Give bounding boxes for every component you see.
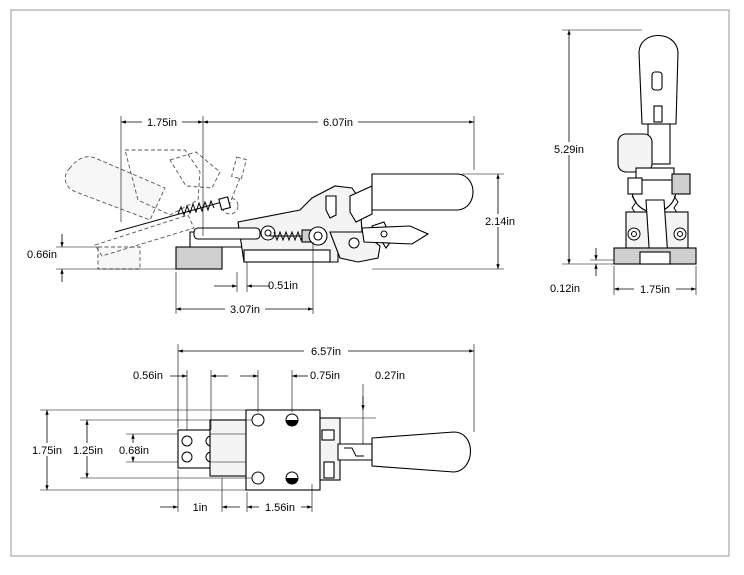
dim-height: 2.14in — [485, 216, 515, 228]
dim-front-offset: 1in — [193, 502, 208, 514]
plan-view: 6.57in 0.56in 0.75in 0.27in 1.75in 1.25i… — [26, 344, 475, 514]
drawing-border — [10, 9, 730, 557]
dim-end-base-thickness: 0.12in — [550, 283, 580, 295]
dim-end-width: 1.75in — [640, 284, 670, 296]
open-position-screw — [114, 196, 232, 233]
dim-slot-width: 0.56in — [133, 370, 163, 382]
base-block — [175, 246, 223, 270]
dim-swing-offset: 1.75in — [147, 117, 177, 129]
end-upper-body — [617, 133, 653, 173]
dim-handle-offset: 0.27in — [375, 370, 405, 382]
plunger — [193, 227, 261, 240]
dim-hole-spacing-x: 0.75in — [310, 370, 340, 382]
dim-plan-overall-width: 1.75in — [32, 445, 62, 457]
dim-plan-overall-length: 6.57in — [311, 346, 341, 358]
plan-handle-link — [337, 443, 373, 461]
trigger-lever — [361, 225, 430, 245]
mount-hole — [251, 471, 265, 485]
handle-grip — [371, 173, 474, 211]
end-view: 5.29in 0.12in 1.75in — [546, 29, 697, 296]
dim-plunger-offset: 0.51in — [268, 280, 298, 292]
dim-base-height: 0.66in — [27, 249, 57, 261]
lever-link — [325, 195, 337, 219]
dim-base-length: 3.07in — [230, 304, 260, 316]
open-position-ghost — [64, 149, 247, 270]
dim-hole-span-y: 1.25in — [73, 445, 103, 457]
dim-slot-span-y: 0.68in — [119, 445, 149, 457]
mount-base — [243, 249, 331, 263]
dim-end-height: 5.29in — [554, 144, 584, 156]
side-view: 1.75in 6.07in 2.14in 0.66in 0.51in 3.07i… — [27, 115, 522, 316]
dim-overall-length: 6.07in — [323, 117, 353, 129]
handle-arm — [349, 185, 373, 223]
mount-hole — [251, 413, 265, 427]
plan-guide-rails — [209, 419, 247, 477]
plan-handle-grip — [371, 431, 472, 473]
dim-hole-offset-x: 1.56in — [265, 502, 295, 514]
